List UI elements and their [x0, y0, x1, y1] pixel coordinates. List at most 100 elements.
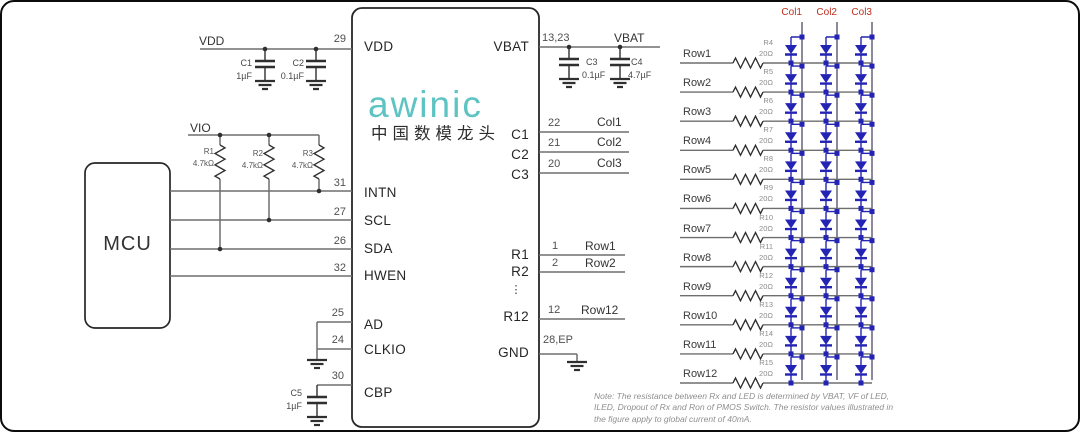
junction-square [869, 63, 875, 69]
cap-c4-ref: C4 [631, 57, 643, 67]
junction-square [858, 89, 864, 95]
junction-square [788, 293, 794, 299]
led-diode-icon [820, 306, 832, 316]
col-label-2: Col2 [816, 7, 837, 18]
junction-square [834, 209, 840, 215]
row-res-ref-8: R11 [759, 241, 773, 251]
pin-number-26: 26 [333, 235, 346, 247]
resistor-r2-icon [262, 144, 276, 180]
note-line-2: ILED, Dropout of Rx and Ron of PMOS Swit… [594, 402, 894, 413]
row-resistor-icon [732, 289, 764, 303]
row-label-9: Row9 [683, 280, 712, 293]
row-resistor-icon [732, 260, 764, 274]
led-diode-icon [820, 132, 832, 142]
led-diode-icon [820, 74, 832, 84]
net-label-col3: Col3 [597, 156, 622, 170]
junction-dot [266, 132, 272, 138]
note-text: Note: The resistance between Rx and LED … [594, 391, 984, 425]
junction-square [823, 118, 829, 124]
note-line-3: the figure apply to global current of 40… [594, 413, 752, 424]
row-label-11: Row11 [683, 338, 717, 351]
cap-c4-value: 4.7µF [628, 70, 652, 80]
junction-square [834, 296, 840, 302]
row-res-ref-1: R4 [763, 38, 773, 47]
junction-square [823, 176, 829, 182]
junction-square [823, 205, 829, 211]
junction-square [823, 235, 829, 241]
led-diode-icon [820, 335, 832, 345]
row-res-ref-9: R12 [759, 270, 773, 280]
res-r2-ref: R2 [252, 149, 263, 158]
ic-pin-hwen: HWEN [364, 268, 407, 283]
led-diode-icon [855, 190, 867, 200]
pin-number-20: 20 [548, 158, 561, 170]
led-diode-icon [785, 45, 797, 54]
row-label-8: Row8 [683, 251, 712, 264]
junction-square [788, 176, 794, 182]
cap-c2-value: 0.1µF [280, 71, 304, 81]
junction-square [834, 34, 840, 40]
pin-number-1: 1 [552, 240, 559, 252]
junction-square [788, 118, 794, 124]
pin-number-32: 32 [333, 262, 346, 274]
row-label-10: Row10 [683, 309, 718, 322]
junction-square [799, 34, 805, 40]
row-resistor-icon [732, 172, 764, 186]
row-res-ref-5: R8 [763, 154, 773, 164]
junction-square [869, 150, 875, 156]
row-res-ref-3: R6 [763, 96, 773, 106]
net-label-col2: Col2 [597, 135, 622, 149]
row-label-1: Row1 [683, 48, 712, 60]
row-resistor-icon [732, 376, 764, 390]
ic-pin-ellipsis: ⋮ [510, 284, 522, 296]
junction-square [823, 60, 829, 66]
junction-dot [316, 188, 322, 194]
junction-dot [617, 44, 623, 50]
junction-square [834, 63, 840, 69]
row-resistor-icon [732, 114, 764, 128]
junction-square [869, 354, 875, 360]
net-label-row12: Row12 [581, 303, 619, 317]
junction-dot [217, 132, 223, 138]
junction-square [858, 60, 864, 66]
cap-c3-ref: C3 [586, 57, 598, 67]
net-label-vio: VIO [190, 121, 211, 135]
junction-square [799, 121, 805, 127]
ic-pin-cbp: CBP [364, 385, 393, 400]
pin-number-21: 21 [548, 137, 561, 149]
junction-square [869, 325, 875, 331]
pin-number-27: 27 [333, 206, 346, 218]
row-res-ref-2: R5 [763, 67, 773, 77]
led-diode-icon [785, 335, 797, 345]
led-diode-icon [785, 74, 797, 84]
junction-square [869, 267, 875, 273]
ic-pin-intn: INTN [364, 185, 397, 200]
row-res-ref-6: R9 [763, 183, 773, 193]
pin-number-28-ep: 28,EP [543, 334, 573, 346]
junction-square [799, 179, 805, 185]
junction-square [788, 322, 794, 328]
junction-square [823, 89, 829, 95]
pin-number-25: 25 [331, 307, 344, 319]
pin-number-22: 22 [548, 117, 561, 129]
row-res-ref-7: R10 [759, 212, 773, 222]
junction-square [834, 150, 840, 156]
note-line-1: Note: The resistance between Rx and LED … [594, 391, 890, 401]
led-diode-icon [820, 248, 832, 258]
pin-number-13-23: 13,23 [542, 32, 570, 44]
row-res-ref-4: R7 [763, 125, 773, 135]
junction-square [799, 325, 805, 331]
junction-square [858, 118, 864, 124]
led-diode-icon [855, 277, 867, 287]
led-diode-icon [855, 161, 867, 171]
led-diode-icon [785, 190, 797, 200]
res-r3-value: 4.7kΩ [291, 161, 313, 170]
row-res-value-4: 20Ω [759, 136, 773, 146]
row-res-value-10: 20Ω [759, 310, 773, 320]
junction-square [799, 267, 805, 273]
row-res-ref-11: R14 [759, 328, 773, 338]
led-diode-icon [855, 248, 867, 258]
junction-square [799, 296, 805, 302]
junction-square [834, 238, 840, 244]
